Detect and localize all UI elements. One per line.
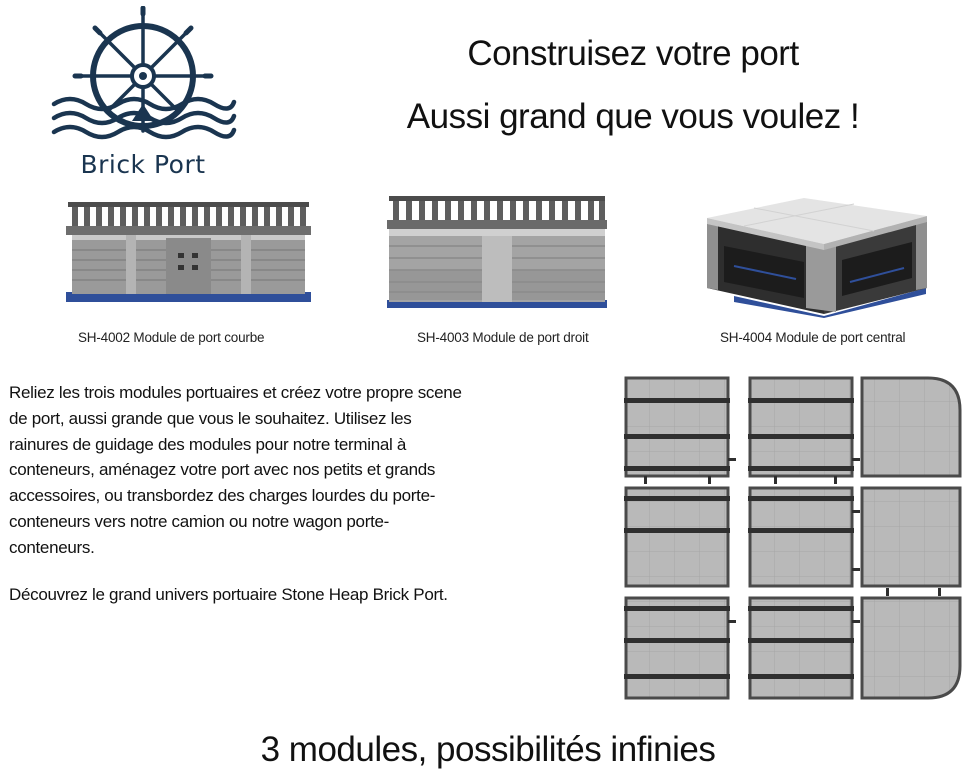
description: Reliez les trois modules portuaires et c… bbox=[9, 380, 469, 628]
module-grid-layout-image bbox=[624, 376, 964, 702]
module-caption-curved: SH-4002 Module de port courbe bbox=[78, 330, 265, 345]
straight-harbor-module-image bbox=[387, 194, 607, 315]
headline-secondary: Aussi grand que vous voulez ! bbox=[406, 97, 860, 136]
brick-port-logo: Brick Port bbox=[48, 6, 238, 186]
module-caption-straight: SH-4003 Module de port droit bbox=[417, 330, 589, 345]
description-paragraph: Reliez les trois modules portuaires et c… bbox=[9, 383, 462, 557]
module-caption-central: SH-4004 Module de port central bbox=[720, 330, 906, 345]
brand-name: Brick Port bbox=[80, 150, 206, 179]
description-paragraph: Découvrez le grand univers portuaire Sto… bbox=[9, 584, 448, 604]
ship-wheel-icon bbox=[51, 6, 237, 140]
headline-primary: Construisez votre port bbox=[467, 34, 799, 73]
tagline: 3 modules, possibilités infinies bbox=[260, 730, 716, 769]
central-harbor-module-image bbox=[704, 196, 930, 323]
curved-harbor-module-image bbox=[66, 198, 311, 315]
